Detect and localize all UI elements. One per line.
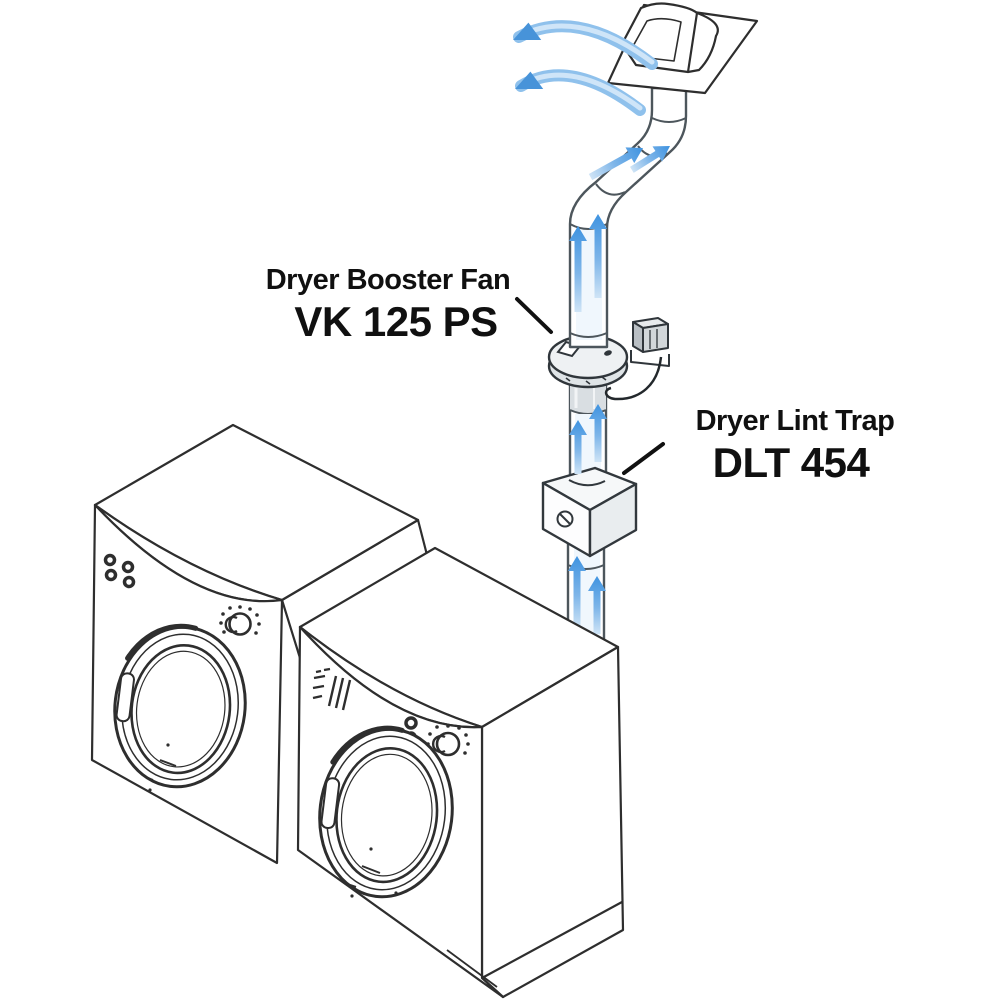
rear-dryer-knob [219, 605, 261, 636]
flow-arrow [568, 556, 586, 628]
fan-motor-box [630, 317, 670, 367]
front-door-hinge [320, 777, 341, 830]
flow-arrow [569, 420, 587, 474]
rear-dryer-door [113, 623, 247, 789]
front-dryer-plinth-line [481, 901, 623, 979]
annotations: Dryer Booster Fan VK 125 PS Dryer Lint T… [266, 264, 895, 486]
flow-arrow [589, 214, 607, 298]
lint-trap-leader-line [622, 442, 665, 475]
flow-arrow [569, 226, 587, 312]
flow-arrow [629, 146, 670, 173]
front-dryer [296, 546, 625, 999]
exhaust-arrow-lower [515, 69, 646, 116]
booster-fan-label: Dryer Booster Fan [266, 264, 511, 296]
rear-dryer-buttons [103, 553, 136, 589]
duct-entry-arc [568, 479, 606, 487]
booster-fan-unit [547, 317, 670, 401]
fan-power-cable [604, 356, 663, 401]
vent-hood-opening [631, 17, 682, 62]
lint-trap-box [541, 466, 638, 558]
rear-door-hinge [115, 672, 135, 723]
duct-main-riser [568, 86, 688, 349]
flow-arrow [588, 147, 643, 181]
flow-arrow [588, 576, 606, 634]
lint-trap-right-face [588, 482, 638, 558]
fan-mount-bracket [630, 350, 670, 367]
duct-flow-arrows [568, 146, 670, 634]
rear-dryer [90, 423, 438, 865]
flow-arrow [589, 404, 607, 462]
front-dryer-icon-marks [312, 667, 352, 711]
booster-fan-model-label: VK 125 PS [294, 298, 497, 345]
exhaust-arrow-upper [513, 20, 658, 70]
lint-trap-label: Dryer Lint Trap [696, 405, 895, 437]
lint-trap-model-label: DLT 454 [713, 439, 871, 486]
vent-hood-front [620, 2, 699, 74]
booster-fan-leader-line [515, 297, 553, 334]
front-dryer-door [318, 725, 454, 899]
airflow-arrows [513, 20, 670, 634]
